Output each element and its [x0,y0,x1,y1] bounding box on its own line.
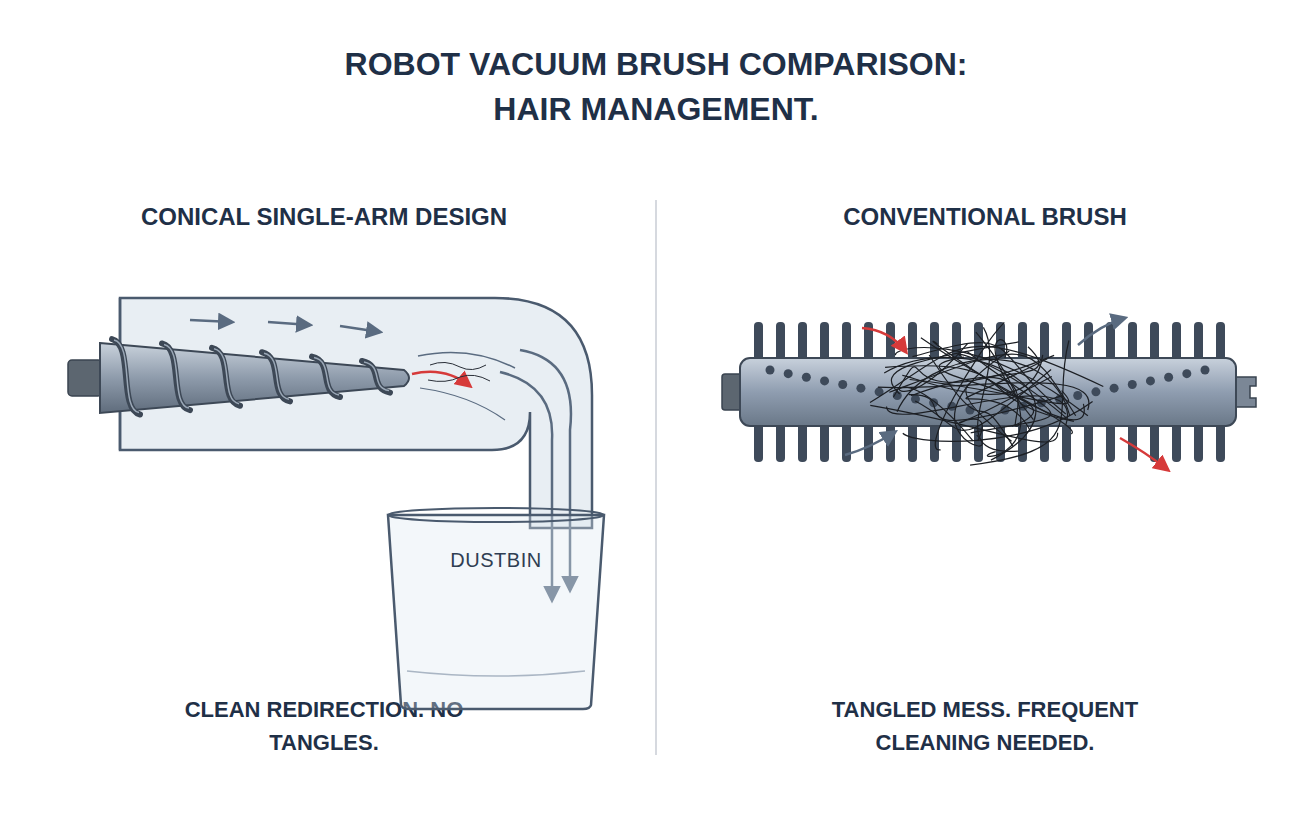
chevron-dot [1164,373,1173,382]
hair-strand [976,332,1021,456]
divider [655,200,657,755]
shaft [68,360,102,396]
dustbin: DUSTBIN [385,505,607,711]
column-heading: CONVENTIONAL BRUSH [735,203,1235,232]
hair-strand [955,351,1010,446]
roller-end [1234,377,1256,407]
diagram-title: ROBOT VACUUM BRUSH COMPARISON: HAIR MANA… [306,42,1006,132]
hair-strand [870,346,1103,402]
hair-strand [911,377,1022,426]
duct [120,298,592,528]
bin-outline [385,505,607,711]
spiral-flight [362,361,390,393]
hair-strand [921,338,1072,434]
hair-strand [967,352,1051,433]
hair-strand [884,357,1036,460]
spiral-flight [212,348,240,406]
chevron-dot [784,369,793,378]
chevron-dot [820,376,829,385]
chevron-dot [1128,380,1137,389]
chevron-dot [802,373,811,382]
hair-strand [893,355,1054,397]
caption-text: TANGLED MESS. FREQUENT CLEANING NEEDED. [805,693,1165,759]
chevron-dot [1201,366,1210,375]
bin-label: DUSTBIN [385,549,607,572]
hair-strand [870,405,1057,442]
tangled-hair [870,322,1103,465]
column-heading: CONICAL SINGLE-ARM DESIGN [74,203,574,232]
spiral-highlight [164,344,189,408]
conical-brush [100,343,409,413]
spiral-highlight [264,353,289,399]
spiral-highlight [364,362,389,391]
spiral-flight [262,352,290,401]
spiral-highlight [214,349,239,404]
chevron-dot [856,384,865,393]
chevron-dot [1091,387,1100,396]
chevron-dot [1110,384,1119,393]
chevron-dot [766,366,775,375]
chevron-dot [1146,376,1155,385]
spiral-flight [162,343,190,410]
spiral-flight [112,339,390,414]
spiral-highlight [114,340,139,412]
spiral-flight [112,339,140,414]
hair-strand [903,402,1093,442]
chevron-dot [1073,391,1082,400]
chevron-dot [838,380,847,389]
chevron-dot [1182,369,1191,378]
spiral-flight [312,357,340,397]
spiral-highlight [314,358,339,395]
